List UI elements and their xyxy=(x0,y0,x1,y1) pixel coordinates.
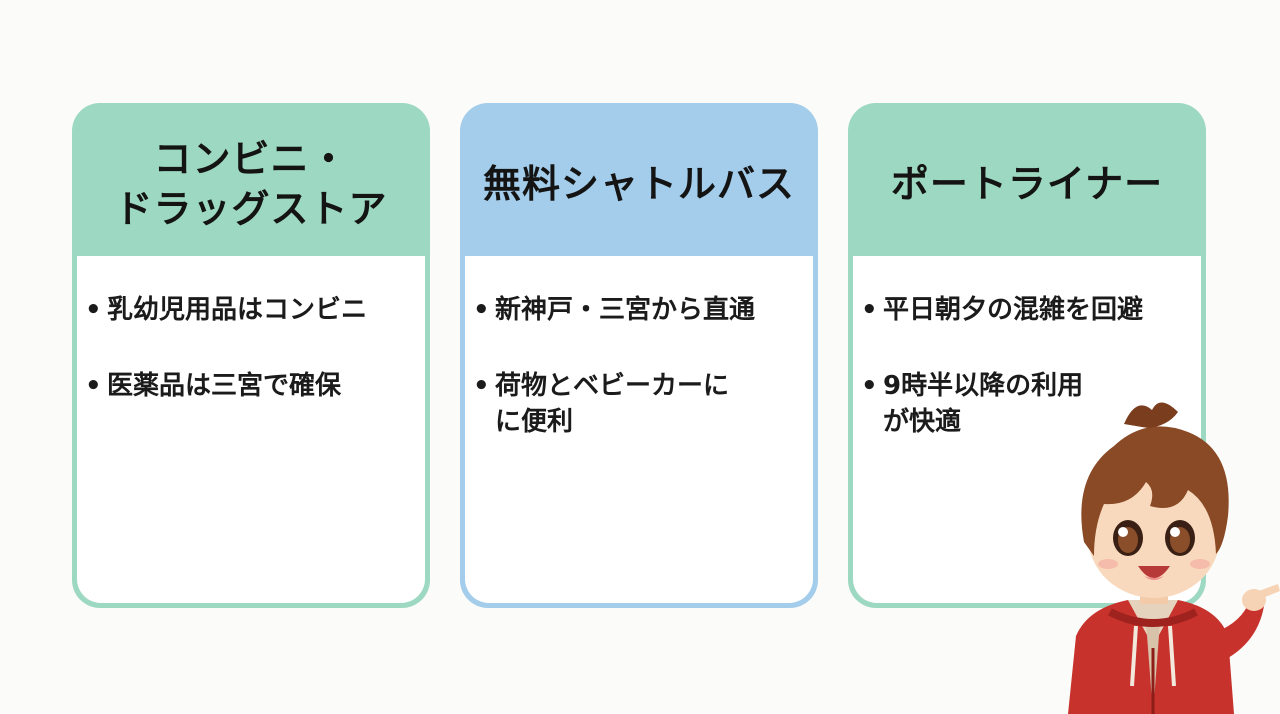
card-header: 無料シャトルバス xyxy=(465,108,813,256)
card-body: •新神戸・三宮から直通 •荷物とベビーカーに に便利 xyxy=(465,256,813,603)
list-item: •乳幼児用品はコンビニ xyxy=(85,292,415,328)
list-item-text: 乳幼児用品はコンビニ xyxy=(107,295,368,325)
card-body: •乳幼児用品はコンビニ •医薬品は三宮で確保 xyxy=(77,256,425,603)
list-item-text: 医薬品は三宮で確保 xyxy=(107,371,342,401)
card-header: ポートライナー xyxy=(853,108,1201,256)
card-shuttle-bus: 無料シャトルバス •新神戸・三宮から直通 •荷物とベビーカーに に便利 xyxy=(460,103,818,608)
list-item-text: 平日朝夕の混雑を回避 xyxy=(883,295,1144,325)
pointing-character-icon xyxy=(1068,402,1280,714)
card-title: ポートライナー xyxy=(890,162,1164,206)
card-header: コンビニ・ ドラッグストア xyxy=(77,108,425,256)
info-cards: コンビニ・ ドラッグストア •乳幼児用品はコンビニ •医薬品は三宮で確保 無料シ… xyxy=(72,103,1206,608)
bullet-list: •新神戸・三宮から直通 •荷物とベビーカーに に便利 xyxy=(473,292,803,440)
list-item: •医薬品は三宮で確保 xyxy=(85,368,415,404)
bullet-icon: • xyxy=(861,295,878,325)
list-item-text: 9時半以降の利用 が快適 xyxy=(883,371,1084,437)
bullet-icon: • xyxy=(85,295,102,325)
list-item-text: 荷物とベビーカーに に便利 xyxy=(495,371,730,437)
list-item: •9時半以降の利用 が快適 xyxy=(861,368,1191,440)
list-item: •新神戸・三宮から直通 xyxy=(473,292,803,328)
bullet-list: •乳幼児用品はコンビニ •医薬品は三宮で確保 xyxy=(85,292,415,404)
list-item: •平日朝夕の混雑を回避 xyxy=(861,292,1191,328)
bullet-icon: • xyxy=(473,295,490,325)
bullet-icon: • xyxy=(85,371,102,401)
list-item-text: 新神戸・三宮から直通 xyxy=(495,295,756,325)
list-item: •荷物とベビーカーに に便利 xyxy=(473,368,803,440)
bullet-icon: • xyxy=(861,371,878,401)
bullet-list: •平日朝夕の混雑を回避 •9時半以降の利用 が快適 xyxy=(861,292,1191,440)
bullet-icon: • xyxy=(473,371,490,401)
card-title: コンビニ・ ドラッグストア xyxy=(114,137,388,231)
card-convenience-store: コンビニ・ ドラッグストア •乳幼児用品はコンビニ •医薬品は三宮で確保 xyxy=(72,103,430,608)
card-title: 無料シャトルバス xyxy=(482,162,795,206)
